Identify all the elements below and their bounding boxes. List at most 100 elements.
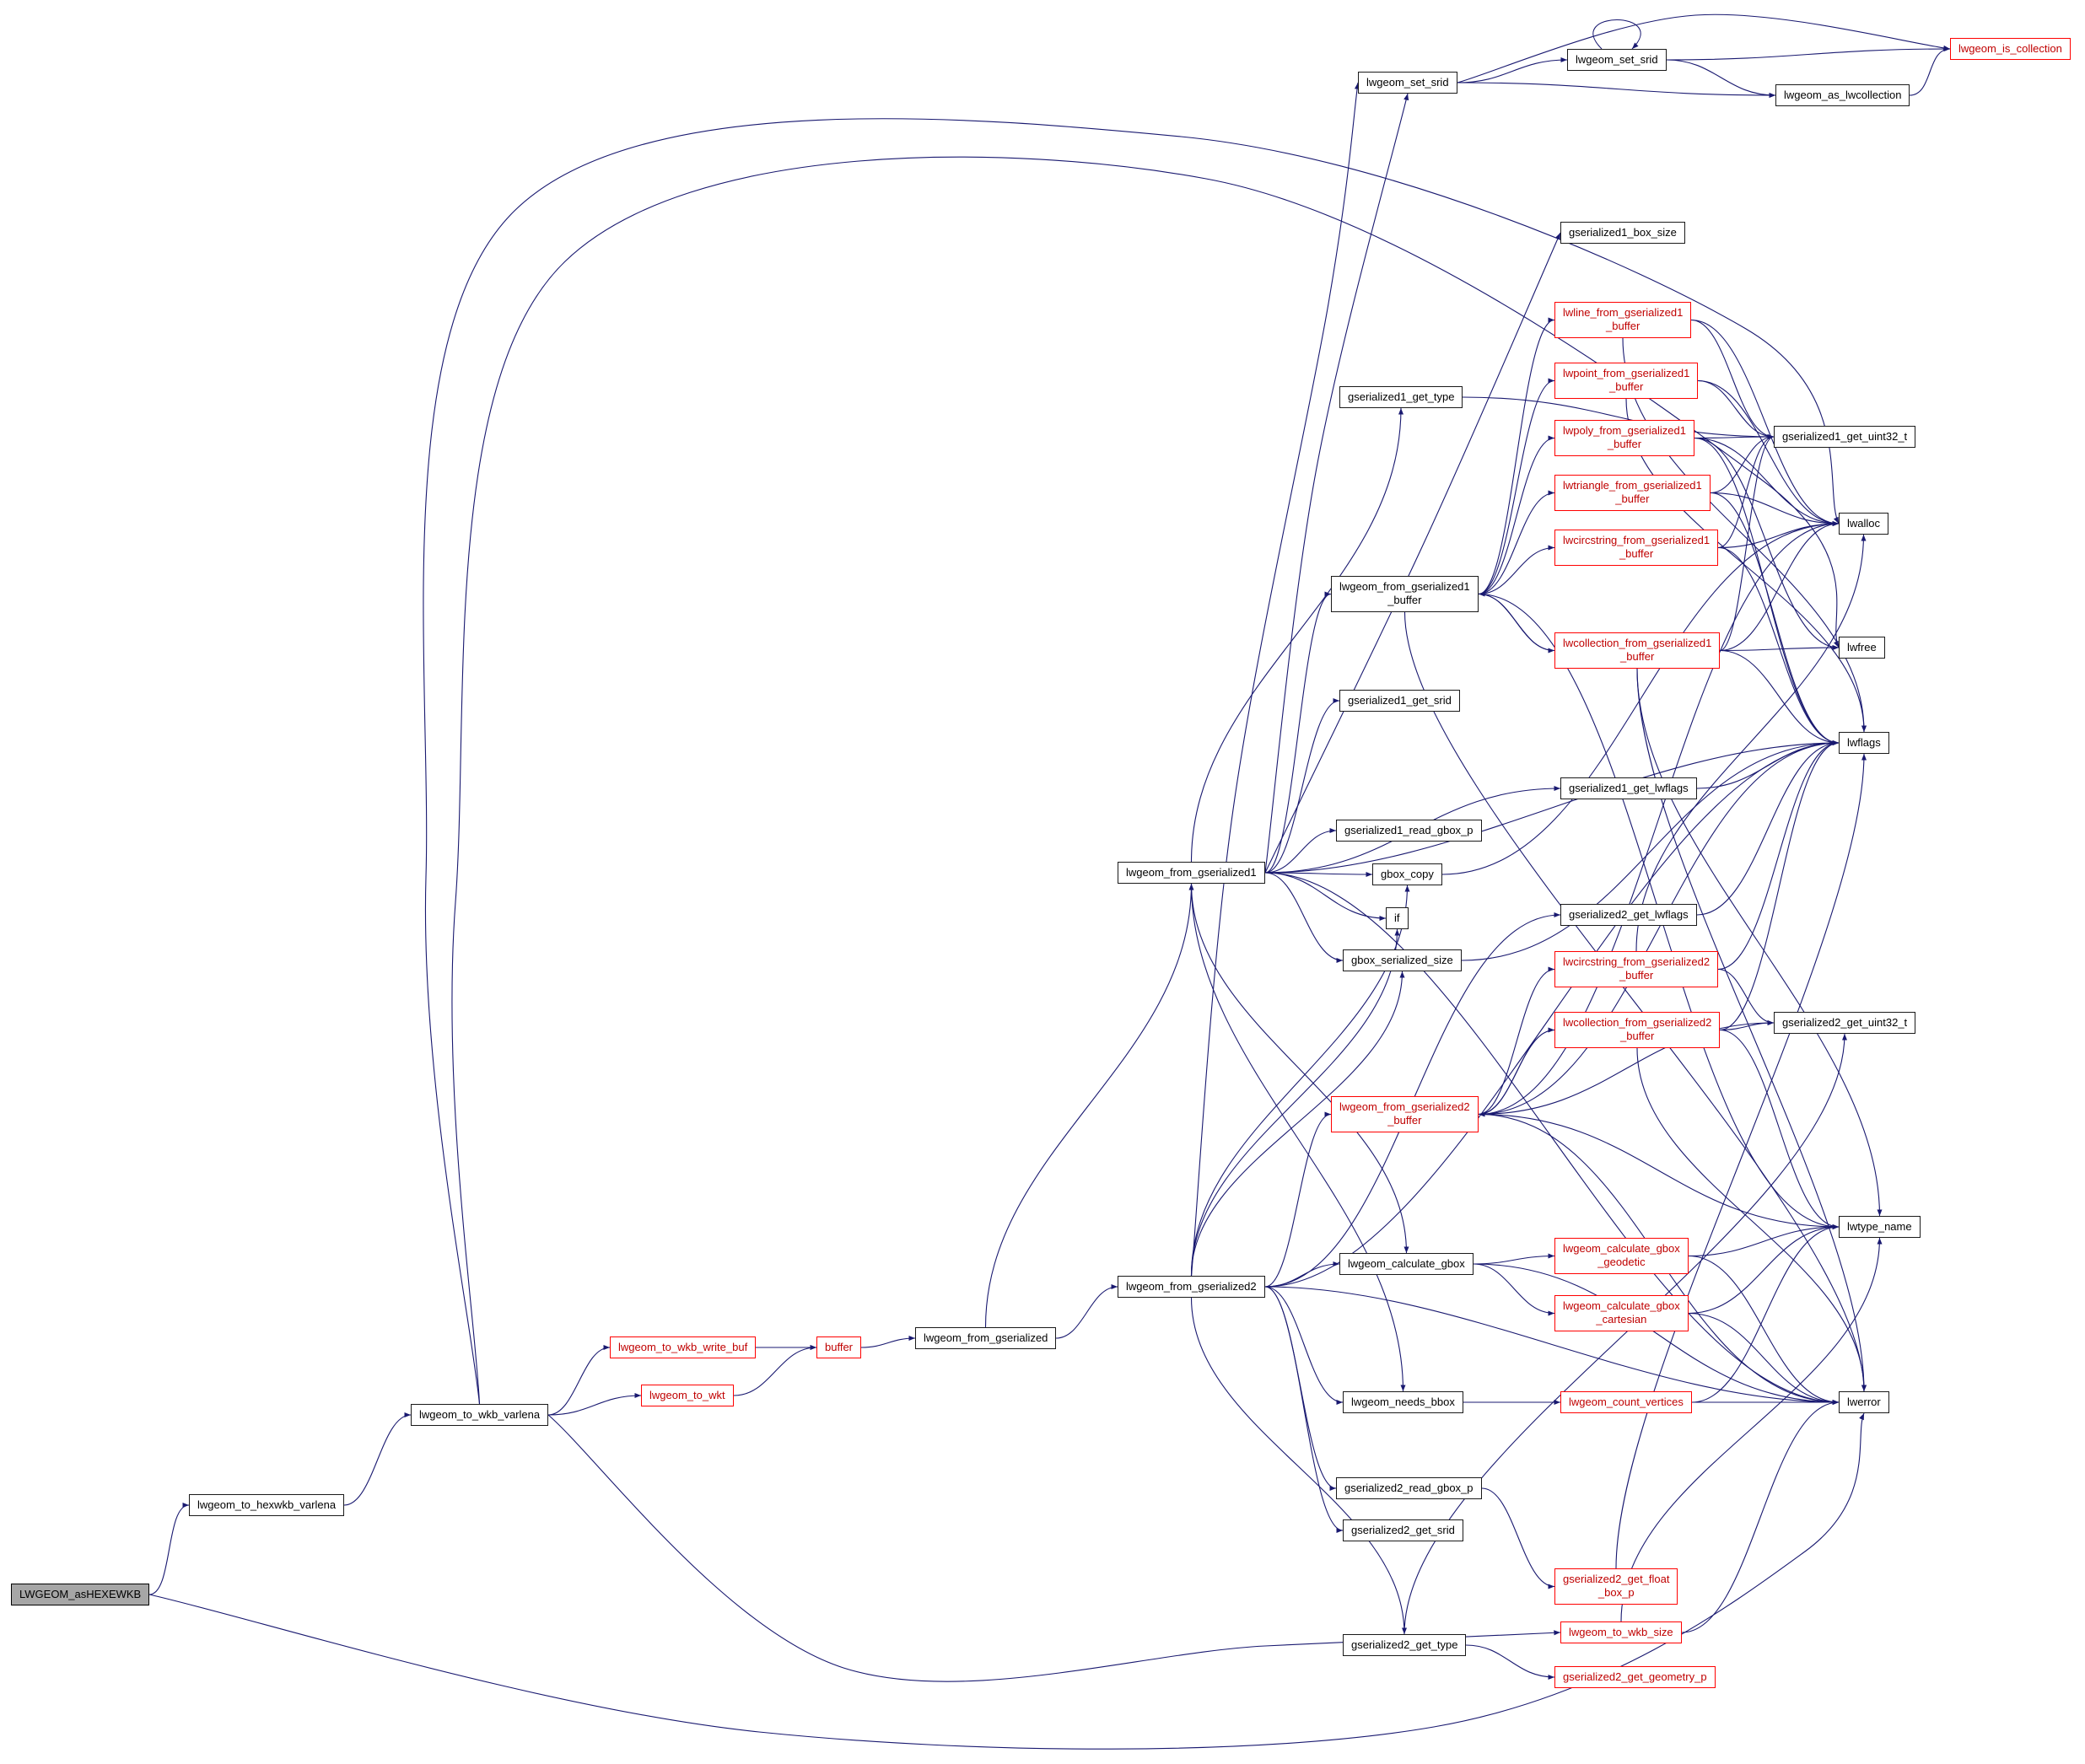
- node-lwtriangle_from_gserialized1_buffer[interactable]: lwtriangle_from_gserialized1 _buffer: [1554, 475, 1711, 511]
- node-lwgeom_to_wkb_varlena[interactable]: lwgeom_to_wkb_varlena: [411, 1404, 549, 1427]
- node-gserialized2_get_float_box_p[interactable]: gserialized2_get_float _box_p: [1554, 1568, 1678, 1605]
- edge-lwtriangle_from_gserialized1_buffer--lwflags: [1710, 492, 1840, 746]
- edge-lwgeom_to_wkb_varlena--lwfree: [451, 156, 1840, 1405]
- edge-lwgeom_from_gserialized1_buffer--lwpoint_from_gserialized1_buffer: [1478, 378, 1555, 595]
- edge-lwtriangle_from_gserialized1_buffer--gserialized1_get_uint32_t: [1710, 433, 1775, 494]
- node-gserialized2_get_srid[interactable]: gserialized2_get_srid: [1343, 1519, 1463, 1542]
- edge-gserialized2_get_lwflags--lwflags: [1696, 739, 1840, 916]
- node-lwgeom_set_srid_a[interactable]: lwgeom_set_srid: [1358, 72, 1457, 94]
- node-lwflags[interactable]: lwflags: [1839, 732, 1889, 755]
- node-lwgeom_calculate_gbox[interactable]: lwgeom_calculate_gbox: [1339, 1253, 1474, 1276]
- edge-lwgeom_from_gserialized1_buffer--lwerror: [1403, 611, 1867, 1392]
- edge-lwline_from_gserialized1_buffer--lwalloc: [1690, 319, 1840, 527]
- edge-lwgeom_from_gserialized2--gserialized2_get_type: [1190, 1297, 1408, 1635]
- edge-lwgeom_from_gserialized1_buffer--lwline_from_gserialized1_buffer: [1478, 317, 1555, 595]
- edge-lwgeom_set_srid_a--lwgeom_set_srid_b: [1457, 56, 1568, 83]
- edge-lwgeom_from_gserialized1--lwgeom_calculate_gbox: [1190, 883, 1409, 1254]
- node-gserialized2_get_geometry_p[interactable]: gserialized2_get_geometry_p: [1554, 1666, 1716, 1689]
- node-lwgeom_from_gserialized[interactable]: lwgeom_from_gserialized: [915, 1327, 1057, 1350]
- edge-lwcollection_from_gserialized1_buffer--gserialized1_get_uint32_t: [1719, 433, 1775, 652]
- node-lwcircstring_from_gserialized1_buffer[interactable]: lwcircstring_from_gserialized1 _buffer: [1554, 530, 1719, 566]
- edge-gbox_serialized_size--lwflags: [1461, 739, 1840, 961]
- edge-lwcollection_from_gserialized1_buffer--lwgeom_from_gserialized1_buffer: [1478, 591, 1555, 652]
- edge-lwgeom_from_gserialized2_buffer--lwalloc: [1478, 520, 1840, 1116]
- edge-lwgeom_from_gserialized1_buffer--lwcircstring_from_gserialized1_buffer: [1478, 545, 1555, 595]
- node-lwgeom_needs_bbox[interactable]: lwgeom_needs_bbox: [1343, 1391, 1463, 1414]
- node-lwgeom_set_srid_b[interactable]: lwgeom_set_srid: [1567, 49, 1667, 72]
- node-lwgeom_count_vertices[interactable]: lwgeom_count_vertices: [1560, 1391, 1692, 1414]
- edge-lwgeom_calculate_gbox_cartesian--lwerror: [1688, 1312, 1840, 1406]
- edge-lwgeom_from_gserialized2--lwgeom_needs_bbox: [1264, 1286, 1344, 1406]
- edge-lwcollection_from_gserialized1_buffer--lwalloc: [1719, 520, 1840, 652]
- node-gbox_copy[interactable]: gbox_copy: [1372, 863, 1442, 886]
- node-lwcircstring_from_gserialized2_buffer[interactable]: lwcircstring_from_gserialized2 _buffer: [1554, 951, 1719, 987]
- node-gserialized1_get_srid[interactable]: gserialized1_get_srid: [1339, 690, 1460, 713]
- node-lwgeom_from_gserialized1_buffer[interactable]: lwgeom_from_gserialized1 _buffer: [1331, 576, 1479, 612]
- node-buffer[interactable]: buffer: [816, 1336, 862, 1359]
- edge-lwgeom_from_gserialized2--lwgeom_calculate_gbox: [1264, 1261, 1340, 1288]
- edge-lwgeom_from_gserialized1_buffer--lwpoly_from_gserialized1_buffer: [1478, 435, 1555, 595]
- node-lwpoly_from_gserialized1_buffer[interactable]: lwpoly_from_gserialized1 _buffer: [1554, 420, 1694, 456]
- edge-lwline_from_gserialized1_buffer--gserialized1_get_uint32_t: [1690, 319, 1775, 440]
- edge-lwline_from_gserialized1_buffer--lwflags: [1622, 337, 1867, 733]
- node-lwfree[interactable]: lwfree: [1839, 637, 1885, 659]
- node-lwline_from_gserialized1_buffer[interactable]: lwline_from_gserialized1 _buffer: [1554, 302, 1692, 338]
- node-lwgeom_from_gserialized1[interactable]: lwgeom_from_gserialized1: [1118, 862, 1265, 885]
- node-lwalloc[interactable]: lwalloc: [1839, 513, 1889, 535]
- node-lwgeom_to_wkb_size[interactable]: lwgeom_to_wkb_size: [1560, 1621, 1682, 1644]
- edge-lwcollection_from_gserialized2_buffer--lwtype_name: [1719, 1029, 1840, 1230]
- edge-lwgeom_set_srid_b--lwgeom_is_collection: [1666, 46, 1951, 61]
- node-lwerror[interactable]: lwerror: [1839, 1391, 1889, 1414]
- edge-buffer--lwgeom_from_gserialized: [860, 1335, 916, 1348]
- edge-lwgeom_from_gserialized1--gserialized1_box_size: [1264, 232, 1561, 874]
- node-lwgeom_from_gserialized2[interactable]: lwgeom_from_gserialized2: [1118, 1276, 1265, 1299]
- edge-lwgeom_from_gserialized2--gbox_serialized_size: [1190, 971, 1405, 1277]
- node-lwpoint_from_gserialized1_buffer[interactable]: lwpoint_from_gserialized1 _buffer: [1554, 363, 1699, 399]
- node-lwgeom_is_collection[interactable]: lwgeom_is_collection: [1950, 38, 2071, 61]
- edge-lwcollection_from_gserialized2_buffer--lwerror: [1636, 1047, 1867, 1392]
- node-gserialized1_get_lwflags[interactable]: gserialized1_get_lwflags: [1560, 777, 1697, 800]
- edge-LWGEOM_asHEXEWKB--lwgeom_to_hexwkb_varlena: [148, 1502, 190, 1595]
- node-gserialized2_read_gbox_p[interactable]: gserialized2_read_gbox_p: [1336, 1477, 1482, 1500]
- edge-lwcircstring_from_gserialized2_buffer--gserialized2_get_uint32_t: [1717, 968, 1775, 1026]
- edge-lwgeom_from_gserialized1--gserialized1_get_srid: [1264, 697, 1340, 874]
- node-lwgeom_to_wkt[interactable]: lwgeom_to_wkt: [641, 1385, 734, 1407]
- edge-lwcircstring_from_gserialized1_buffer--lwflags: [1717, 546, 1840, 746]
- node-gserialized2_get_uint32_t[interactable]: gserialized2_get_uint32_t: [1774, 1012, 1916, 1035]
- node-gserialized1_read_gbox_p[interactable]: gserialized1_read_gbox_p: [1336, 820, 1482, 842]
- node-lwgeom_from_gserialized2_buffer[interactable]: lwgeom_from_gserialized2 _buffer: [1331, 1096, 1479, 1132]
- edge-lwcollection_from_gserialized2_buffer--gserialized2_get_uint32_t: [1719, 1019, 1775, 1031]
- node-gserialized1_get_type[interactable]: gserialized1_get_type: [1339, 386, 1463, 409]
- edge-lwcollection_from_gserialized2_buffer--lwflags: [1719, 739, 1840, 1031]
- node-lwcollection_from_gserialized2_buffer[interactable]: lwcollection_from_gserialized2 _buffer: [1554, 1012, 1721, 1048]
- edge-lwgeom_from_gserialized2--if: [1190, 928, 1400, 1277]
- edge-lwgeom_calculate_gbox--lwgeom_calculate_gbox_cartesian: [1473, 1263, 1555, 1316]
- node-gserialized2_get_type[interactable]: gserialized2_get_type: [1343, 1634, 1467, 1657]
- edge-gserialized2_get_float_box_p--lwflags: [1615, 753, 1867, 1569]
- edge-lwgeom_from_gserialized2--gserialized2_read_gbox_p: [1264, 1286, 1337, 1492]
- edge-lwcollection_from_gserialized1_buffer--lwerror: [1636, 668, 1867, 1392]
- edge-lwgeom_from_gserialized1--lwgeom_needs_bbox: [1190, 883, 1406, 1392]
- edge-lwgeom_to_wkb_size--lwtype_name: [1620, 1237, 1883, 1622]
- node-gserialized1_box_size[interactable]: gserialized1_box_size: [1560, 222, 1685, 245]
- node-lwgeom_to_hexwkb_varlena[interactable]: lwgeom_to_hexwkb_varlena: [189, 1494, 345, 1517]
- edge-lwgeom_to_wkb_varlena--lwalloc: [423, 118, 1840, 1405]
- node-lwgeom_calculate_gbox_geodetic[interactable]: lwgeom_calculate_gbox _geodetic: [1554, 1238, 1689, 1274]
- node-lwcollection_from_gserialized1_buffer[interactable]: lwcollection_from_gserialized1 _buffer: [1554, 632, 1721, 669]
- node-gbox_serialized_size[interactable]: gbox_serialized_size: [1343, 949, 1462, 972]
- node-lwtype_name[interactable]: lwtype_name: [1839, 1216, 1921, 1239]
- node-lwgeom_as_lwcollection[interactable]: lwgeom_as_lwcollection: [1775, 84, 1910, 107]
- edge-lwtriangle_from_gserialized1_buffer--lwalloc: [1710, 492, 1840, 527]
- node-gserialized1_get_uint32_t[interactable]: gserialized1_get_uint32_t: [1774, 426, 1916, 449]
- edge-lwcollection_from_gserialized1_buffer--lwtype_name: [1636, 668, 1883, 1217]
- edge-lwgeom_from_gserialized1--lwgeom_from_gserialized1_buffer: [1264, 591, 1332, 874]
- node-if[interactable]: if: [1386, 907, 1409, 930]
- node-lwgeom_to_wkb_write_buf[interactable]: lwgeom_to_wkb_write_buf: [610, 1336, 757, 1359]
- edge-lwgeom_set_srid_a--lwgeom_as_lwcollection: [1457, 82, 1776, 99]
- node-gserialized2_get_lwflags[interactable]: gserialized2_get_lwflags: [1560, 904, 1697, 927]
- node-LWGEOM_asHEXEWKB[interactable]: LWGEOM_asHEXEWKB: [11, 1584, 150, 1606]
- edge-lwgeom_to_wkb_varlena--lwgeom_to_wkt: [547, 1392, 642, 1416]
- edge-lwgeom_from_gserialized2_buffer--lwflags: [1478, 739, 1840, 1116]
- node-lwgeom_calculate_gbox_cartesian[interactable]: lwgeom_calculate_gbox _cartesian: [1554, 1295, 1689, 1331]
- edge-lwgeom_from_gserialized1--lwflags: [1264, 739, 1840, 874]
